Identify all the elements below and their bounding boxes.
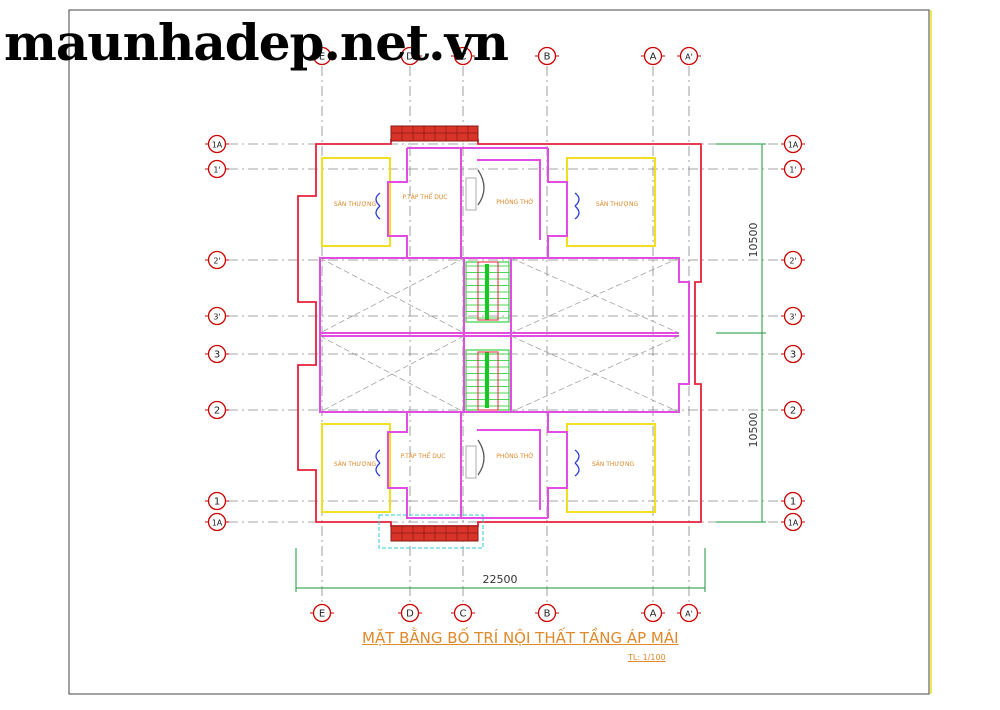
svg-text:1A: 1A bbox=[788, 519, 799, 528]
svg-text:B: B bbox=[544, 52, 551, 63]
svg-text:1A: 1A bbox=[788, 141, 799, 150]
room-label-altar-north: PHÒNG THỜ bbox=[496, 199, 534, 206]
svg-text:2': 2' bbox=[789, 257, 796, 266]
altar-fixtures bbox=[465, 177, 477, 479]
svg-text:2: 2 bbox=[790, 406, 796, 417]
svg-text:1': 1' bbox=[789, 166, 796, 175]
room-label-terrace-nw: SÂN THƯỢNG bbox=[334, 201, 377, 208]
grid-marker-right-3: 3' bbox=[781, 306, 805, 326]
svg-text:3': 3' bbox=[213, 313, 220, 322]
grid-marker-left-1: 1' bbox=[205, 159, 229, 179]
svg-text:E: E bbox=[319, 609, 325, 620]
grid-marker-bottom-4: A bbox=[641, 603, 665, 623]
dimension-lower-height: 10500 bbox=[747, 413, 760, 448]
svg-text:2': 2' bbox=[213, 257, 220, 266]
grid-marker-right-1: 1' bbox=[781, 159, 805, 179]
grid-marker-top-2: C bbox=[451, 46, 475, 66]
grid-marker-bottom-3: B bbox=[535, 603, 559, 623]
grid-marker-left-0: 1A bbox=[205, 134, 229, 154]
grid-marker-bottom-2: C bbox=[451, 603, 475, 623]
room-label-terrace-se: SÂN THƯỢNG bbox=[592, 461, 635, 468]
room-labels: SÂN THƯỢNG SÂN THƯỢNG SÂN THƯỢNG SÂN THƯỢNG… bbox=[334, 193, 639, 468]
grid-marker-top-4: A bbox=[641, 46, 665, 66]
grid-marker-bottom-0: E bbox=[310, 603, 334, 623]
grid-marker-left-4: 3 bbox=[205, 344, 229, 364]
dimension-upper-height: 10500 bbox=[747, 223, 760, 258]
grid-marker-bottom-5: A' bbox=[677, 603, 701, 623]
void-crosses bbox=[319, 257, 680, 413]
room-label-terrace-ne: SÂN THƯỢNG bbox=[596, 201, 639, 208]
grid-marker-top-5: A' bbox=[677, 46, 701, 66]
svg-text:1A: 1A bbox=[212, 519, 223, 528]
svg-text:A': A' bbox=[685, 610, 693, 619]
dimension-width: 22500 bbox=[483, 573, 518, 586]
grid-marker-top-0: E bbox=[310, 46, 334, 66]
svg-text:1': 1' bbox=[213, 166, 220, 175]
room-label-gym-north: P.TẬP THỂ DỤC bbox=[403, 193, 448, 201]
svg-text:A: A bbox=[650, 609, 657, 620]
svg-text:3': 3' bbox=[789, 313, 796, 322]
svg-text:1: 1 bbox=[790, 497, 796, 508]
grid-marker-left-2: 2' bbox=[205, 250, 229, 270]
stairs bbox=[465, 261, 510, 411]
grid-marker-top-1: D bbox=[398, 46, 422, 66]
grid-marker-left-5: 2 bbox=[205, 400, 229, 420]
grid-marker-left-7: 1A bbox=[205, 512, 229, 532]
grid-markers: E D C B A A' E D C B A A' 1A 1A 1' 1' 2' 2' 3' 3' 3 3 2 2 1 1 1A 1A bbox=[205, 46, 805, 623]
brick-blocks bbox=[378, 125, 484, 549]
grid-marker-top-3: B bbox=[535, 46, 559, 66]
room-label-altar-south: PHÒNG THỜ bbox=[496, 453, 534, 460]
plan-scale: TL: 1/100 bbox=[628, 653, 666, 662]
plan-title: MẶT BẰNG BỐ TRÍ NỘI THẤT TẦNG ÁP MÁI bbox=[362, 629, 679, 647]
grid-marker-left-6: 1 bbox=[205, 491, 229, 511]
svg-text:3: 3 bbox=[790, 350, 796, 361]
grid-marker-right-6: 1 bbox=[781, 491, 805, 511]
svg-text:C: C bbox=[460, 52, 467, 63]
svg-text:B: B bbox=[544, 609, 551, 620]
svg-text:1A: 1A bbox=[212, 141, 223, 150]
svg-text:1: 1 bbox=[214, 497, 220, 508]
room-label-terrace-sw: SÂN THƯỢNG bbox=[334, 461, 377, 468]
doors bbox=[375, 169, 580, 477]
watermark-logo: maunhadep.net.vn bbox=[4, 13, 509, 72]
grid-marker-bottom-1: D bbox=[398, 603, 422, 623]
walls bbox=[319, 147, 690, 519]
grid-marker-right-5: 2 bbox=[781, 400, 805, 420]
dimension-lines bbox=[295, 143, 766, 592]
svg-text:A': A' bbox=[685, 53, 693, 62]
sheet-frame bbox=[68, 9, 930, 695]
grid-marker-right-2: 2' bbox=[781, 250, 805, 270]
grid-marker-right-7: 1A bbox=[781, 512, 805, 532]
svg-text:D: D bbox=[406, 609, 414, 620]
grid-marker-right-0: 1A bbox=[781, 134, 805, 154]
grid-marker-left-3: 3' bbox=[205, 306, 229, 326]
svg-text:D: D bbox=[406, 52, 414, 63]
svg-text:2: 2 bbox=[214, 406, 220, 417]
grid-marker-right-4: 3 bbox=[781, 344, 805, 364]
room-label-gym-south: P.TẬP THỂ DỤC bbox=[401, 452, 446, 460]
svg-text:E: E bbox=[319, 52, 325, 63]
svg-text:C: C bbox=[460, 609, 467, 620]
svg-text:3: 3 bbox=[214, 350, 220, 361]
svg-text:A: A bbox=[650, 52, 657, 63]
